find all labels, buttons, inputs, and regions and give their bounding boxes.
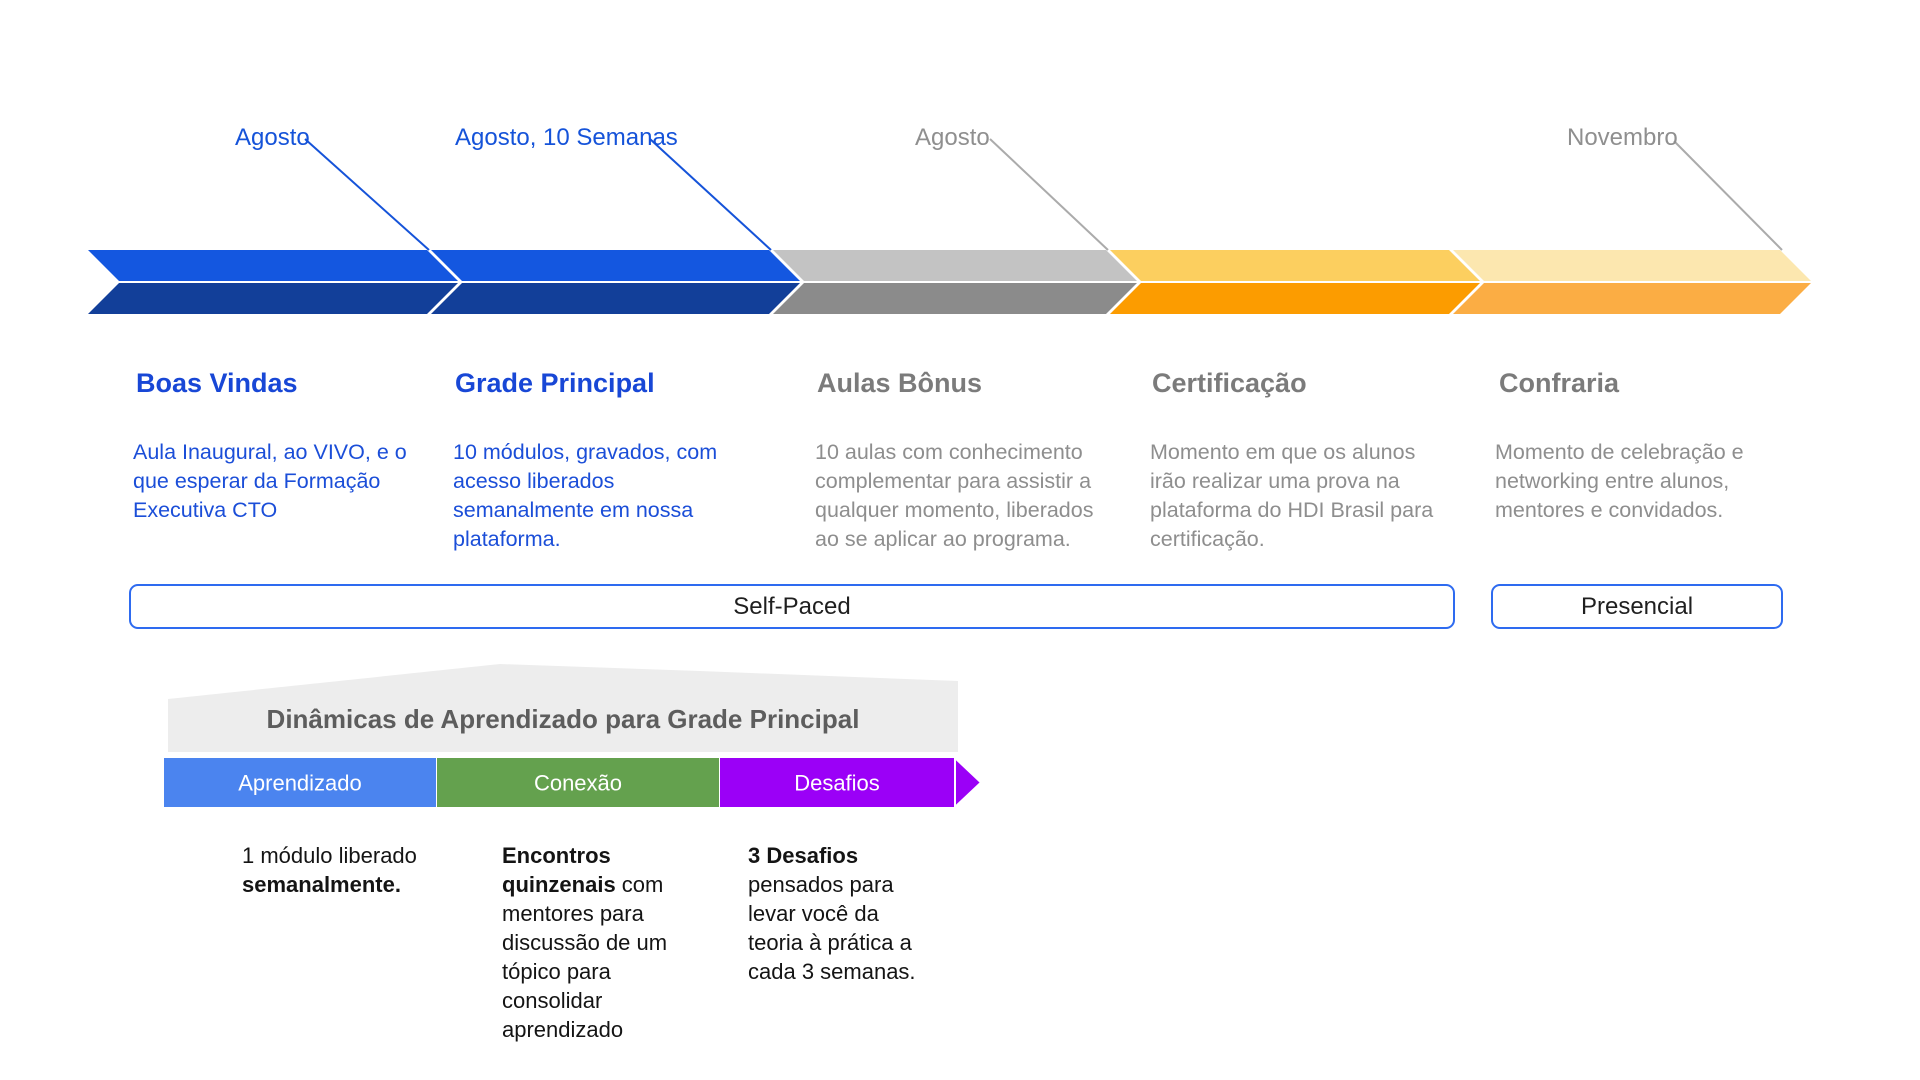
milestone-leader-line-1 (649, 138, 772, 251)
milestone-label-novembro: Novembro (1567, 124, 1678, 151)
timeline-arrow-band (88, 138, 1811, 314)
dynamics-title: Dinâmicas de Aprendizado para Grade Prin… (266, 704, 860, 734)
timeline-segment-grade-principal-bottom (431, 283, 800, 314)
phase-title-confraria: Confraria (1499, 368, 1620, 398)
phase-body-aulas-bonus: 10 aulas com conhecimento complementar p… (815, 440, 1094, 551)
phase-title-certificacao: Certificação (1152, 368, 1307, 398)
dynamics-step-1-bar (437, 758, 720, 807)
phase-title-aulas-bonus: Aulas Bônus (817, 368, 983, 398)
self-paced-box: Self-Paced (129, 584, 1455, 629)
dynamics-step-2-label: Desafios (794, 771, 880, 796)
milestone-label-agosto-2: Agosto (915, 124, 990, 151)
timeline-segment-confraria-bottom (1453, 283, 1811, 314)
dynamics-step-2-bar (720, 758, 955, 807)
phase-body-grade-principal: 10 módulos, gravados, com acesso liberad… (453, 440, 718, 551)
dynamics-graphics: Aprendizado Conexão Desafios (164, 664, 983, 810)
milestone-leader-line-3 (1673, 140, 1783, 251)
dynamics-step-2-arrowhead (954, 755, 983, 810)
timeline-segment-certificacao-bottom (1110, 283, 1480, 314)
presencial-label: Presencial (1580, 592, 1694, 620)
milestone-leader-line-2 (989, 138, 1109, 251)
timeline-segment-aulas-bonus-bottom (773, 283, 1137, 314)
dynamics-step-0-bar (164, 758, 437, 807)
phase-title-boas-vindas: Boas Vindas (136, 368, 298, 398)
dynamics-step-1-label: Conexão (534, 771, 622, 796)
milestone-label-agosto-10-semanas: Agosto, 10 Semanas (455, 124, 678, 151)
phase-body-boas-vindas: Aula Inaugural, ao VIVO, e o que esperar… (133, 440, 407, 522)
self-paced-label: Self-Paced (733, 592, 851, 620)
timeline-segment-grade-principal-top (431, 250, 800, 281)
milestone-leader-line-0 (304, 138, 430, 251)
dynamics-step-0-label: Aprendizado (238, 771, 362, 796)
phase-body-certificacao: Momento em que os alunos irão realizar u… (1150, 440, 1434, 551)
timeline-segment-boas-vindas-top (88, 250, 458, 281)
presencial-box: Presencial (1491, 584, 1783, 629)
timeline-segment-aulas-bonus-top (773, 250, 1137, 281)
phase-title-grade-principal: Grade Principal (455, 368, 655, 398)
milestone-label-agosto-1: Agosto (235, 124, 310, 151)
dynamics-banner (168, 664, 958, 752)
phase-body-confraria: Momento de celebração e networking entre… (1495, 440, 1744, 522)
timeline-segment-boas-vindas-bottom (88, 283, 458, 314)
timeline-segment-certificacao-top (1110, 250, 1480, 281)
timeline-segment-confraria-top (1453, 250, 1811, 281)
